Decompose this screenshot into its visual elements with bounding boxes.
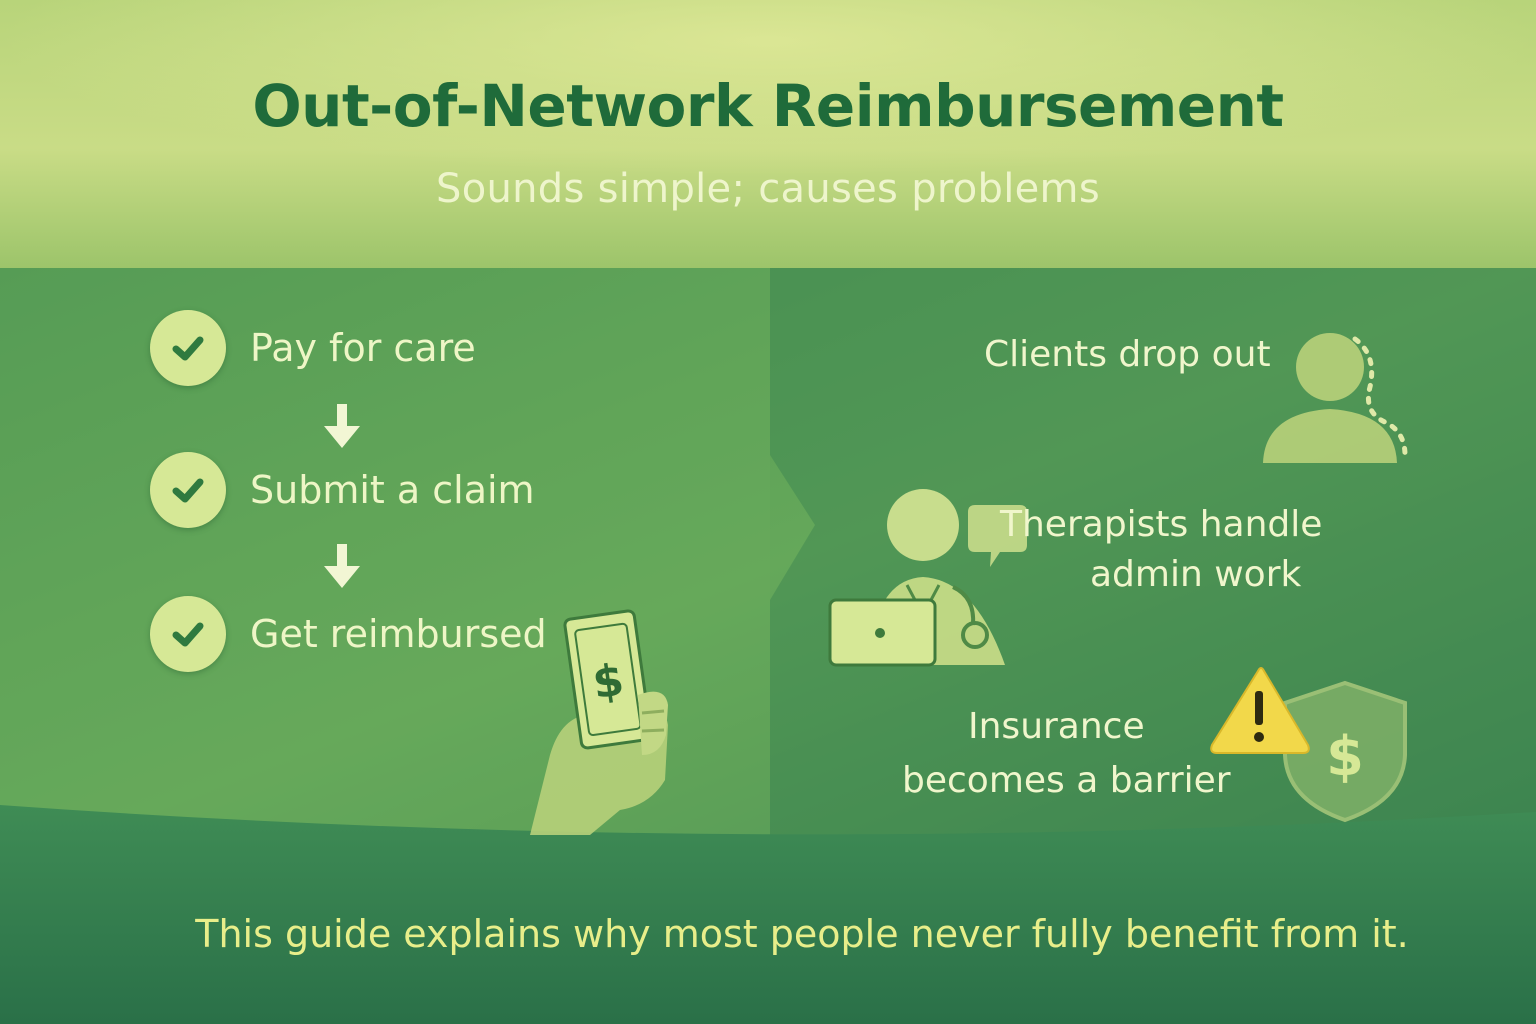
check-icon (150, 596, 226, 672)
step-pay-for-care: Pay for care (150, 310, 476, 386)
svg-text:$: $ (589, 655, 626, 710)
page-subtitle: Sounds simple; causes problems (436, 166, 1100, 212)
page-title: Out-of-Network Reimbursement (252, 72, 1284, 140)
warning-shield-icon: $ (1210, 667, 1407, 823)
arrow-down-icon (324, 544, 360, 588)
arrow-down-icon (324, 404, 360, 448)
footer-text: This guide explains why most people neve… (195, 912, 1409, 956)
person-leaving-icon (1263, 333, 1408, 463)
step-label: Pay for care (250, 326, 476, 370)
step-get-reimbursed: Get reimbursed (150, 596, 547, 672)
problem-insurance-line2: becomes a barrier (902, 760, 1231, 801)
step-label: Get reimbursed (250, 612, 547, 656)
problem-therapists-line2: admin work (1090, 554, 1302, 595)
problem-insurance-line1: Insurance (968, 706, 1145, 747)
problem-therapists-line1: Therapists handle (1000, 504, 1323, 545)
step-label: Submit a claim (250, 468, 535, 512)
step-submit-claim: Submit a claim (150, 452, 535, 528)
hand-money-icon: $ (530, 609, 668, 835)
therapist-laptop-icon (828, 489, 1027, 667)
check-icon (150, 452, 226, 528)
check-icon (150, 310, 226, 386)
svg-text:$: $ (1326, 725, 1364, 788)
problem-clients-drop-out: Clients drop out (984, 334, 1271, 375)
